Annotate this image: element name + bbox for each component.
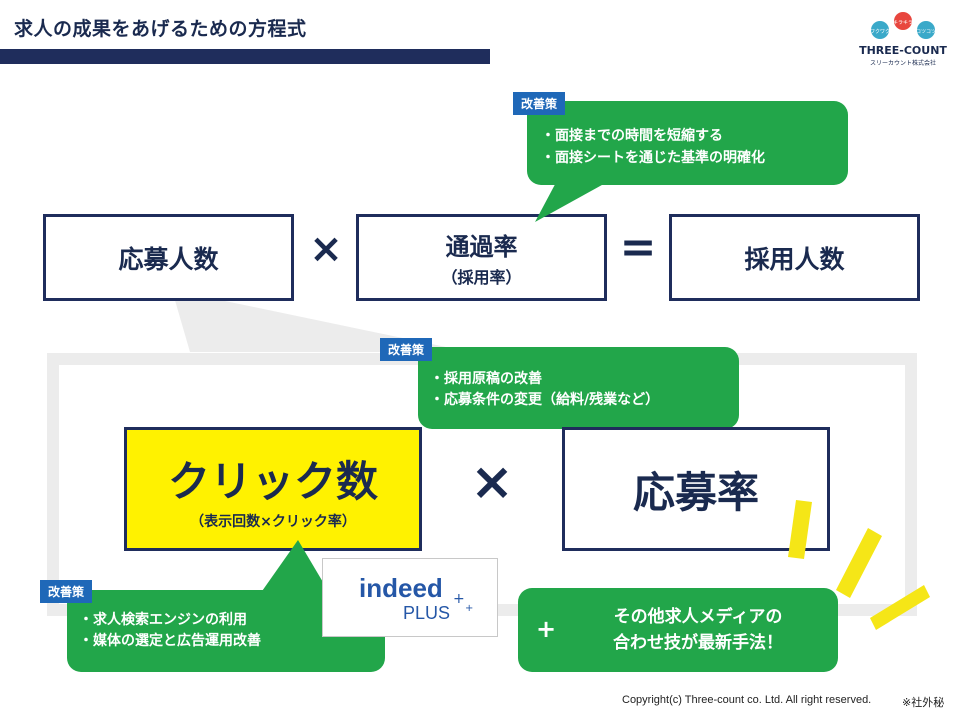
callout-mid-line-2: ・応募条件の変更（給料/残業など） <box>430 392 660 408</box>
application-rate-label: 応募率 <box>632 467 759 517</box>
pass-rate-box: 通過率 （採用率） <box>356 214 607 301</box>
applicants-box: 応募人数 <box>43 214 294 301</box>
sparkle-plus-small-icon: + <box>465 603 474 614</box>
indeed-plus-logo: indeed PLUS + + <box>322 558 498 637</box>
promo-line-1: その他求人メディアの <box>613 607 783 627</box>
bottom-multiply-sign: × <box>470 452 514 512</box>
top-multiply-sign: × <box>309 226 343 272</box>
callout-bottom-tag: 改善策 <box>40 580 93 603</box>
sparkle-plus-icon: + <box>453 591 465 607</box>
clicks-sublabel: （表示回数×クリック率） <box>190 513 356 530</box>
hires-box: 採用人数 <box>669 214 920 301</box>
callout-top-line-2: ・面接シートを通じた基準の明確化 <box>541 150 765 166</box>
callout-mid-line-1: ・採用原稿の改善 <box>430 371 542 387</box>
clicks-box: クリック数 （表示回数×クリック率） <box>124 427 422 551</box>
page-title: 求人の成果をあげるための方程式 <box>14 18 307 40</box>
promo-text: その他求人メディアの 合わせ技が最新手法！ <box>578 604 818 656</box>
hires-label: 採用人数 <box>744 244 845 274</box>
indeed-plus-wordmark: PLUS <box>403 603 451 623</box>
callout-bottom-line-1: ・求人検索エンジンの利用 <box>79 612 247 628</box>
callout-bottom-line-2: ・媒体の選定と広告運用改善 <box>79 633 261 649</box>
pass-rate-label: 通過率 <box>445 233 518 261</box>
other-media-promo: + その他求人メディアの 合わせ技が最新手法！ <box>518 588 838 672</box>
logo-subname: スリーカウント株式会社 <box>869 60 936 67</box>
callout-top-tag: 改善策 <box>513 92 566 115</box>
logo-bubble-2: キラキラ <box>893 20 913 26</box>
promo-line-2: 合わせ技が最新手法！ <box>613 633 783 653</box>
application-rate-box: 応募率 <box>562 427 830 551</box>
applicants-label: 応募人数 <box>118 244 219 274</box>
clicks-label: クリック数 <box>167 456 378 506</box>
callout-mid-tag: 改善策 <box>380 338 433 361</box>
promo-plus-icon: + <box>536 615 557 643</box>
indeed-wordmark: indeed <box>359 573 443 603</box>
callout-top-line-1: ・面接までの時間を短縮する <box>541 128 723 144</box>
equals-sign: = <box>619 222 657 273</box>
pass-rate-sublabel: （採用率） <box>441 268 522 287</box>
callout-top: ・面接までの時間を短縮する ・面接シートを通じた基準の明確化 <box>527 101 848 185</box>
company-logo: ワクワク キラキラ コツコツ THREE-COUNT スリーカウント株式会社 <box>858 10 948 70</box>
title-underline-bar <box>0 49 490 64</box>
copyright-text: Copyright(c) Three-count co. Ltd. All ri… <box>622 694 872 706</box>
logo-bubbles-icon: ワクワク キラキラ コツコツ <box>870 12 936 39</box>
confidential-label: ※社外秘 <box>902 696 945 709</box>
logo-name: THREE-COUNT <box>859 44 947 57</box>
logo-bubble-1: ワクワク <box>870 29 890 35</box>
logo-bubble-3: コツコツ <box>916 29 936 35</box>
callout-mid: ・採用原稿の改善 ・応募条件の変更（給料/残業など） <box>418 347 739 429</box>
